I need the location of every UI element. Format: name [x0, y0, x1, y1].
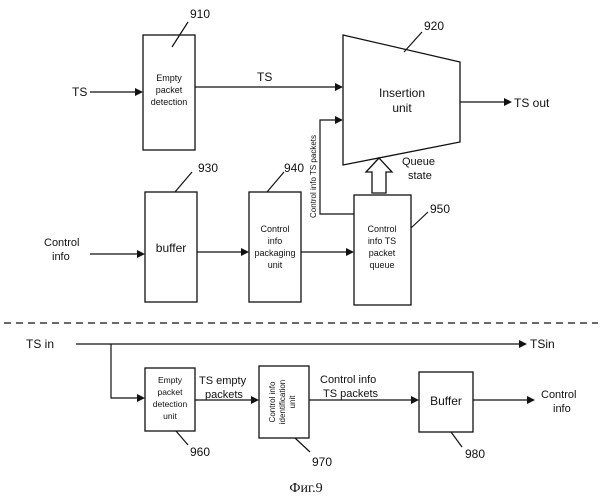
ts-in-arrowhead [519, 340, 527, 348]
figure-caption: Фиг.9 [289, 481, 322, 496]
ref-930: 930 [198, 161, 218, 175]
identification-to-buffer-arrowhead [411, 396, 419, 404]
packaging-label-4: unit [268, 260, 283, 270]
control-info-input-arrowhead [137, 250, 145, 258]
buffer-to-packaging-arrowhead [241, 248, 249, 256]
control-info-out-label-1: Control [541, 389, 576, 401]
ref-leader-940 [267, 172, 284, 192]
queue-state-label-1: Queue [402, 156, 435, 168]
buffer-label: buffer [156, 241, 186, 255]
ref-910: 910 [190, 7, 210, 21]
empty-detection-unit-label-4: unit [163, 411, 177, 421]
empty-detection-unit-label-1: Empty [158, 375, 183, 385]
ts-empty-label-2: packets [205, 389, 243, 401]
ref-960: 960 [190, 445, 210, 459]
empty-to-identification-arrowhead [251, 396, 259, 404]
ts-out-arrowhead [504, 98, 512, 106]
ts-branch-line [111, 344, 138, 398]
ref-950: 950 [430, 202, 450, 216]
ref-980: 980 [465, 447, 485, 461]
insertion-label-1: Insertion [379, 86, 425, 100]
queue-state-label-2: state [408, 170, 432, 182]
ts-in-right-label: TSin [530, 337, 555, 351]
ref-920: 920 [424, 19, 444, 33]
control-ts-packets-label: Control info TS packets [309, 135, 318, 218]
ts-input-arrowhead [135, 88, 143, 96]
ref-leader-930 [175, 172, 192, 192]
control-ts-label-1: Control info [320, 374, 376, 386]
ts-empty-label-1: TS empty [199, 375, 247, 387]
packaging-label-1: Control [260, 224, 289, 234]
ts-input-label: TS [72, 85, 87, 99]
queue-label-4: queue [369, 260, 394, 270]
ts-mid-label: TS [257, 70, 272, 84]
ts-in-label: TS in [26, 337, 54, 351]
control-info-input-label-2: info [52, 251, 70, 263]
ref-leader-980 [451, 432, 462, 447]
packaging-unit-block [249, 192, 301, 302]
control-ts-packets-arrowhead [335, 116, 343, 124]
ref-970: 970 [312, 455, 332, 469]
packaging-label-3: packaging [254, 248, 295, 258]
empty-detection-unit-label-2: packet [157, 387, 183, 397]
queue-state-arrow [366, 158, 392, 193]
insertion-label-2: unit [392, 101, 412, 115]
empty-detection-label-3: detection [151, 97, 188, 107]
packaging-to-queue-arrowhead [346, 248, 354, 256]
ref-leader-920 [404, 32, 422, 52]
ts-branch-arrowhead [137, 394, 145, 402]
identification-label-1: Control info [268, 381, 277, 422]
ts-out-label: TS out [514, 96, 550, 110]
bottom-buffer-label: Buffer [430, 394, 462, 408]
empty-detection-label-1: Empty [156, 73, 182, 83]
identification-label-2: identification [278, 380, 287, 424]
ref-leader-960 [176, 431, 188, 445]
control-info-out-arrowhead [527, 396, 535, 404]
control-info-input-label-1: Control [44, 237, 79, 249]
queue-label-2: info TS [368, 236, 396, 246]
queue-label-1: Control [367, 224, 396, 234]
queue-label-3: packet [369, 248, 396, 258]
ref-leader-970 [295, 438, 310, 452]
insertion-unit-block [343, 35, 460, 165]
control-info-out-label-2: info [553, 403, 571, 415]
ref-leader-950 [411, 212, 428, 228]
control-ts-label-2: TS packets [323, 388, 379, 400]
identification-label-3: unit [288, 395, 297, 409]
ref-940: 940 [284, 161, 304, 175]
packaging-label-2: info [268, 236, 283, 246]
ts-mid-arrowhead [335, 83, 343, 91]
empty-detection-unit-label-3: detection [153, 399, 188, 409]
empty-detection-label-2: packet [156, 85, 183, 95]
